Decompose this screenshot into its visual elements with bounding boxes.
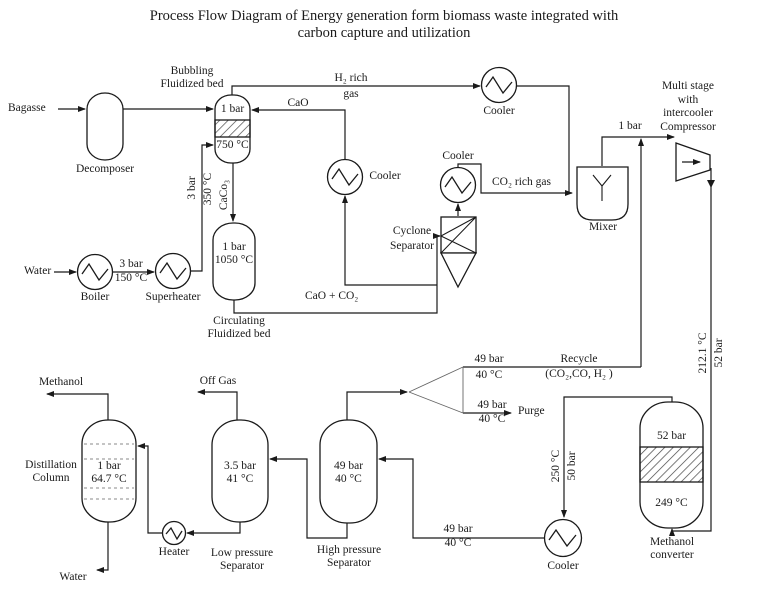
hp-separator-conditions: 49 bar 40 °C [333,460,364,485]
methanol-converter-hatch-zone [639,446,704,483]
stream-h2-rich-gas-b [517,85,570,192]
cao-label: CaO [287,97,309,109]
boiler-outlet-pressure: 3 bar [119,258,143,270]
product-cooler-zigzag-icon [548,528,577,548]
h2-cooler-zigzag-icon [485,75,513,95]
label-methanol-converter: Methanol converter [649,536,695,561]
mixer-agitator-icon [592,174,612,201]
cao-cooler-zigzag-icon [331,167,359,187]
label-lp-separator: Low pressure Separator [210,547,274,572]
stream-converter-outlet [561,396,673,518]
label-bagasse: Bagasse [8,102,46,114]
compressor-outlet-temperature: 212.1 °C [697,332,709,374]
bubbling-bed-temperature: 750 °C [216,139,249,151]
label-co2-cooler: Cooler [442,150,474,162]
co2-cooler-zigzag-icon [444,175,472,195]
stream-lpsep-to-heater [186,522,241,536]
label-circulating-bed: Circulating Fluidized bed [207,315,271,340]
label-h2-cooler: Cooler [483,105,515,117]
stream-compressor-outlet [669,168,712,536]
stream-off-gas [197,389,238,420]
label-mixer: Mixer [588,221,618,233]
h2-rich-gas-label-line2: gas [343,88,359,100]
stream-mixer-to-compressor [601,134,675,166]
high-pressure-separator-vessel [319,419,378,524]
recycle-composition: (CO₂,CO, H₂ ) [545,368,613,380]
label-heater: Heater [158,546,190,558]
bubbling-bed-pressure: 1 bar [220,103,245,115]
cyclone-cone [439,252,478,289]
stream-methanol-product [46,391,109,420]
bubbling-bed-hatch-zone [214,119,251,138]
label-water-feed: Water [24,265,52,277]
stream-cao-return [251,107,346,159]
stream-co2-to-mixer [457,163,573,196]
purge-temperature: 40 °C [478,413,506,425]
recycle-label: Recycle [560,353,598,365]
converter-outlet-pressure: 50 bar [566,451,578,481]
stream-cyclone-solids [342,195,437,286]
diagram-title-line1: Process Flow Diagram of Energy generatio… [149,8,619,24]
water-product-label: Water [59,571,87,583]
stream-heater-to-column [137,443,162,534]
low-pressure-separator-vessel [211,419,269,523]
off-gas-label: Off Gas [199,375,237,387]
purge-label: Purge [518,405,545,417]
stream-superheater-to-bfb [190,142,214,272]
distillation-column-vessel [81,419,137,523]
diagram-title-line2: carbon capture and utilization [297,25,471,41]
stream-water-product [96,522,109,573]
cooler-outlet-pressure: 49 bar [443,523,473,535]
label-distillation-column: Distillation Column [25,459,77,484]
column-conditions: 1 bar 64.7 °C [91,460,127,485]
co2-rich-gas-label: CO₂ rich gas [492,176,551,188]
mixer-outlet-pressure: 1 bar [618,120,642,132]
label-product-cooler: Cooler [547,560,579,572]
circulating-bed-conditions: 1 bar 1050 °C [214,241,254,266]
converter-temperature: 249 °C [655,497,688,509]
stream-hpsep-to-lpsep [269,456,348,539]
recycle-pressure: 49 bar [474,353,504,365]
compressor-outlet-pressure: 52 bar [713,338,725,368]
superheater-zigzag-icon [159,261,187,281]
cooler-outlet-temperature: 40 °C [444,537,472,549]
steam-temperature-label: 350 °C [202,172,214,206]
boiler-zigzag-icon [81,262,109,282]
steam-pressure-label: 3 bar [186,176,198,200]
label-decomposer: Decomposer [75,163,135,175]
recycle-temperature: 40 °C [475,369,503,381]
decomposer-vessel [86,92,124,161]
label-compressor: Multi stage with intercooler Compressor [660,80,716,133]
methanol-product-label: Methanol [38,376,84,388]
cao-co2-label: CaO + CO₂ [305,290,359,302]
h2-rich-gas-label-line1: H₂ rich [334,72,368,84]
circulating-fluidized-bed-vessel [212,222,256,301]
label-boiler: Boiler [80,291,110,303]
stream-cooler-to-hpsep [378,456,544,539]
caco3-label: CaCo₃ [218,179,230,211]
label-superheater: Superheater [145,291,201,303]
compressor-outlet-mid-arrow [707,180,715,188]
stream-cao-co2 [233,233,441,314]
label-cyclone-separator: Cyclone Separator [389,225,435,252]
converter-outlet-temperature: 250 °C [550,449,562,483]
stream-hpsep-to-splitter [346,389,408,420]
stream-h2-rich-gas-a [231,83,481,95]
splitter-fan [408,366,464,414]
label-bubbling-bed: Bubbling Fluidized bed [160,65,224,90]
boiler-outlet-temperature: 150 °C [114,272,148,284]
converter-pressure: 52 bar [656,430,687,442]
label-cao-cooler: Cooler [369,170,401,182]
purge-pressure: 49 bar [477,399,507,411]
heater-zigzag-icon [165,526,183,541]
label-hp-separator: High pressure Separator [316,544,382,569]
lp-separator-conditions: 3.5 bar 41 °C [224,460,256,485]
cyclone-internals [440,216,477,254]
